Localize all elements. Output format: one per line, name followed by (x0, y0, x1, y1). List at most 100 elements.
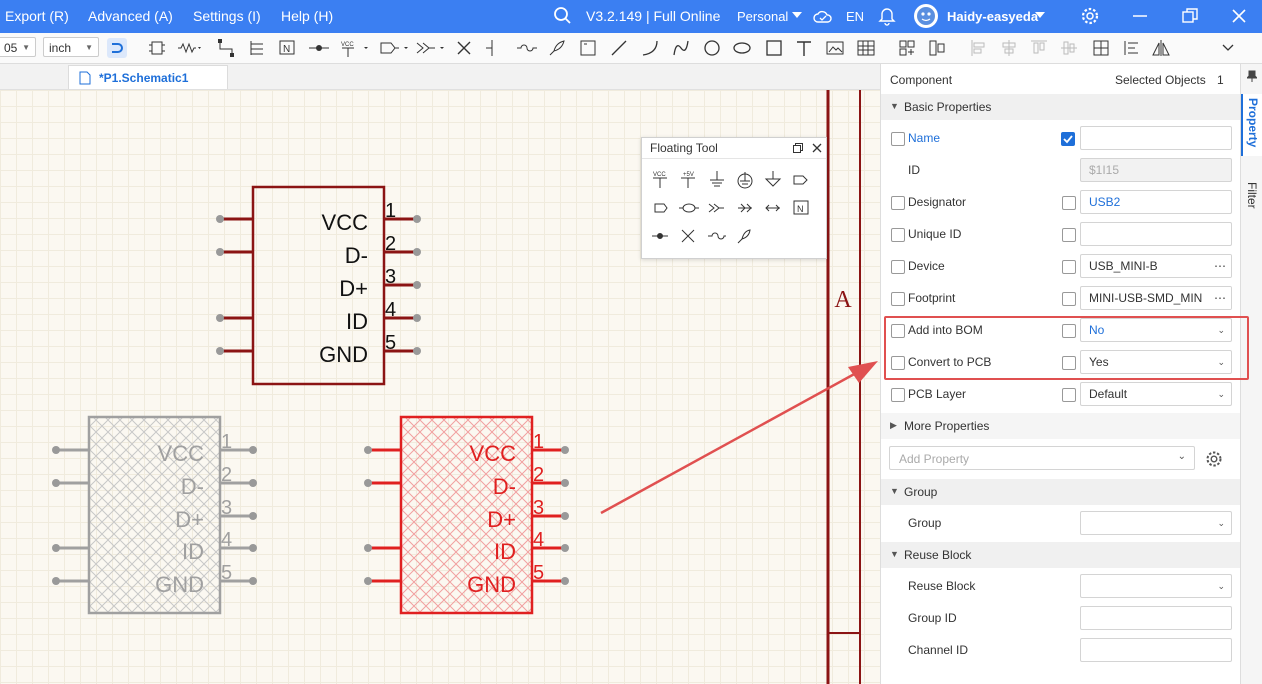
align-left-icon[interactable] (970, 39, 988, 57)
layer-visible-checkbox[interactable] (1062, 388, 1076, 402)
unique-id-visible-checkbox[interactable] (1062, 228, 1076, 242)
noconnect-icon[interactable] (455, 39, 473, 57)
add-property-select[interactable]: Add Property ⌄ (889, 446, 1195, 470)
resistor-icon[interactable] (178, 39, 204, 57)
footprint-visible-checkbox[interactable] (1062, 292, 1076, 306)
minimize-icon[interactable] (1133, 15, 1147, 19)
netflag-bi-icon[interactable] (765, 204, 780, 212)
section-more-properties[interactable]: ▶More Properties (881, 413, 1241, 439)
reuse-block-select[interactable]: ⌄ (1080, 574, 1232, 598)
bom-checkbox[interactable] (891, 324, 905, 338)
restore-icon[interactable] (1182, 8, 1198, 24)
power-icon[interactable]: VCC (340, 39, 370, 57)
device-checkbox[interactable] (891, 260, 905, 274)
align-center-icon[interactable] (1000, 39, 1018, 57)
avatar[interactable] (913, 3, 939, 29)
plus5v-icon[interactable]: +5V (681, 172, 695, 188)
busentry-icon[interactable] (516, 39, 538, 57)
footprint-checkbox[interactable] (891, 292, 905, 306)
bom-select[interactable]: No⌄ (1080, 318, 1232, 342)
gear-icon[interactable] (1081, 7, 1099, 25)
vcc-icon[interactable]: VCC (653, 172, 667, 188)
text-icon[interactable] (795, 39, 813, 57)
more-icon[interactable]: ⋯ (1209, 255, 1231, 277)
unit-select[interactable]: inch▼ (43, 37, 99, 57)
tab-property[interactable]: Property (1241, 94, 1262, 156)
grid-size-select[interactable]: 05▼ (0, 37, 36, 57)
footprint-input[interactable]: MINI-USB-SMD_MIN⋯ (1080, 286, 1232, 310)
netport-bi-icon[interactable] (654, 203, 668, 213)
section-basic-properties[interactable]: ▼Basic Properties (881, 94, 1241, 120)
grid-align-icon[interactable] (1092, 39, 1110, 57)
junction-icon[interactable] (652, 233, 668, 239)
snap-icon[interactable] (107, 38, 127, 58)
name-input[interactable] (1080, 126, 1232, 150)
language-select[interactable]: EN (846, 9, 865, 24)
usb-symbol-3-selected[interactable]: VCC D- D+ ID GND 1 2 3 4 5 (364, 415, 569, 615)
menu-export[interactable]: Export (R) (5, 8, 69, 24)
textbox-icon[interactable] (579, 39, 597, 57)
netport-out-icon[interactable] (793, 175, 808, 185)
usb-symbol-1[interactable]: VCC D- D+ ID GND 1 2 3 4 5 (216, 185, 421, 386)
name-visible-checkbox[interactable] (1061, 132, 1075, 146)
pcb-select[interactable]: Yes⌄ (1080, 350, 1232, 374)
designator-input[interactable]: USB2 (1080, 190, 1232, 214)
align-middle-icon[interactable] (1060, 39, 1078, 57)
component-icon[interactable] (148, 39, 166, 57)
gear-icon[interactable] (1205, 450, 1223, 468)
earth-icon[interactable] (737, 172, 753, 189)
channel-id-input[interactable] (1080, 638, 1232, 662)
unique-id-checkbox[interactable] (891, 228, 905, 242)
workspace-select[interactable]: Personal (737, 9, 789, 24)
more-icon[interactable]: ⋯ (1209, 287, 1231, 309)
align-top-icon[interactable] (1030, 39, 1048, 57)
bus-icon[interactable] (248, 39, 266, 57)
device-input[interactable]: USB_MINI-B⋯ (1080, 254, 1232, 278)
align-grid-icon[interactable] (898, 39, 916, 57)
menu-settings[interactable]: Settings (I) (193, 8, 261, 24)
chevron-down-icon[interactable] (792, 12, 802, 20)
search-icon[interactable] (553, 6, 573, 26)
tab-filter[interactable]: Filter (1241, 176, 1262, 222)
signal-ground-icon[interactable] (764, 171, 782, 187)
circle-icon[interactable] (703, 39, 721, 57)
netflag-in-icon[interactable] (738, 203, 752, 213)
netport-icon[interactable] (380, 39, 410, 57)
arc-icon[interactable] (641, 39, 659, 57)
pcb-checkbox[interactable] (891, 356, 905, 370)
device-visible-checkbox[interactable] (1062, 260, 1076, 274)
name-checkbox[interactable] (891, 132, 905, 146)
table-icon[interactable] (857, 39, 875, 57)
arrange-icon[interactable] (1122, 39, 1140, 57)
netport-in-icon[interactable] (679, 203, 699, 213)
line-icon[interactable] (610, 39, 628, 57)
group-id-input[interactable] (1080, 606, 1232, 630)
layer-select[interactable]: Default⌄ (1080, 382, 1232, 406)
chevron-down-icon[interactable] (1222, 43, 1234, 53)
distribute-icon[interactable] (928, 39, 946, 57)
close-icon[interactable] (1231, 8, 1247, 24)
netlabel-icon[interactable]: N (793, 200, 809, 215)
ellipse-icon[interactable] (733, 39, 751, 57)
netlabel-icon[interactable]: N (278, 39, 296, 57)
pin-icon[interactable] (1247, 70, 1257, 82)
busentry-icon[interactable] (708, 232, 726, 240)
junction-icon[interactable] (308, 39, 330, 57)
unique-id-input[interactable] (1080, 222, 1232, 246)
netflag-icon[interactable] (416, 39, 446, 57)
layer-checkbox[interactable] (891, 388, 905, 402)
schematic-canvas[interactable]: A VCC D- D+ ID GND 1 (0, 90, 880, 684)
ground-icon[interactable] (710, 171, 724, 187)
bell-icon[interactable] (878, 7, 896, 26)
pcb-visible-checkbox[interactable] (1062, 356, 1076, 370)
probe-icon[interactable] (737, 229, 751, 244)
section-reuse-block[interactable]: ▼Reuse Block (881, 542, 1241, 568)
netflag-icon[interactable] (708, 203, 724, 213)
group-select[interactable]: ⌄ (1080, 511, 1232, 535)
probe-icon[interactable] (548, 39, 566, 57)
pin-icon[interactable] (483, 39, 501, 57)
mirror-icon[interactable] (1152, 39, 1170, 57)
menu-advanced[interactable]: Advanced (A) (88, 8, 173, 24)
rectangle-icon[interactable] (765, 39, 783, 57)
user-name[interactable]: Haidy-easyeda (947, 9, 1039, 24)
